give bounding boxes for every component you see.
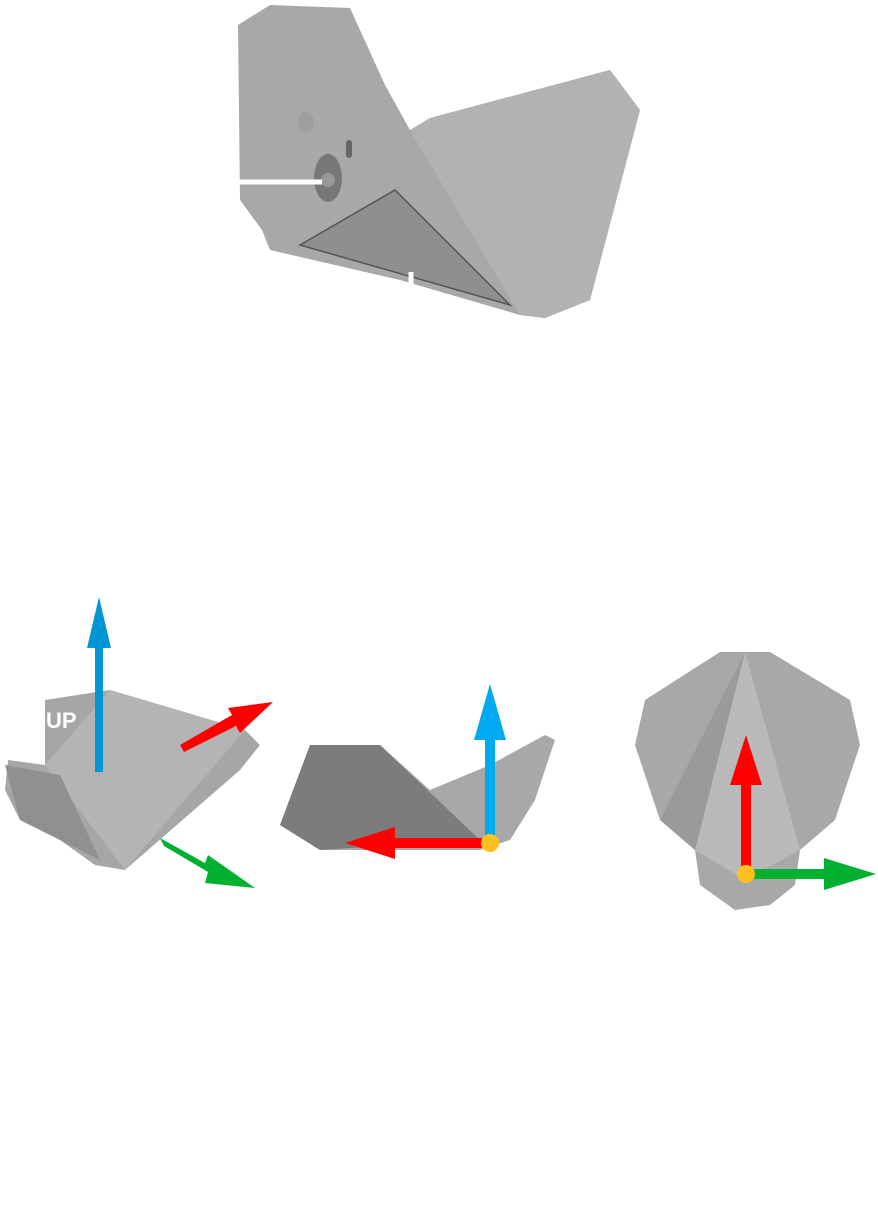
- device-view-side: [280, 735, 555, 850]
- device-view-iso: [5, 690, 260, 870]
- x-axis-arrow-side: [345, 827, 490, 859]
- origin-dot-top: [737, 865, 755, 883]
- x-axis-arrow: [180, 702, 273, 752]
- y-axis-arrow-top: [746, 858, 876, 890]
- up-label: UP: [46, 708, 77, 733]
- z-axis-arrow: [87, 597, 111, 772]
- z-axis-arrow-side: [474, 684, 506, 842]
- x-axis-arrow-top: [730, 735, 762, 874]
- bottom-cover-plate: [298, 189, 513, 307]
- device-back-view: [238, 5, 640, 318]
- origin-dot-side: [481, 834, 499, 852]
- y-axis-arrow: [160, 838, 255, 888]
